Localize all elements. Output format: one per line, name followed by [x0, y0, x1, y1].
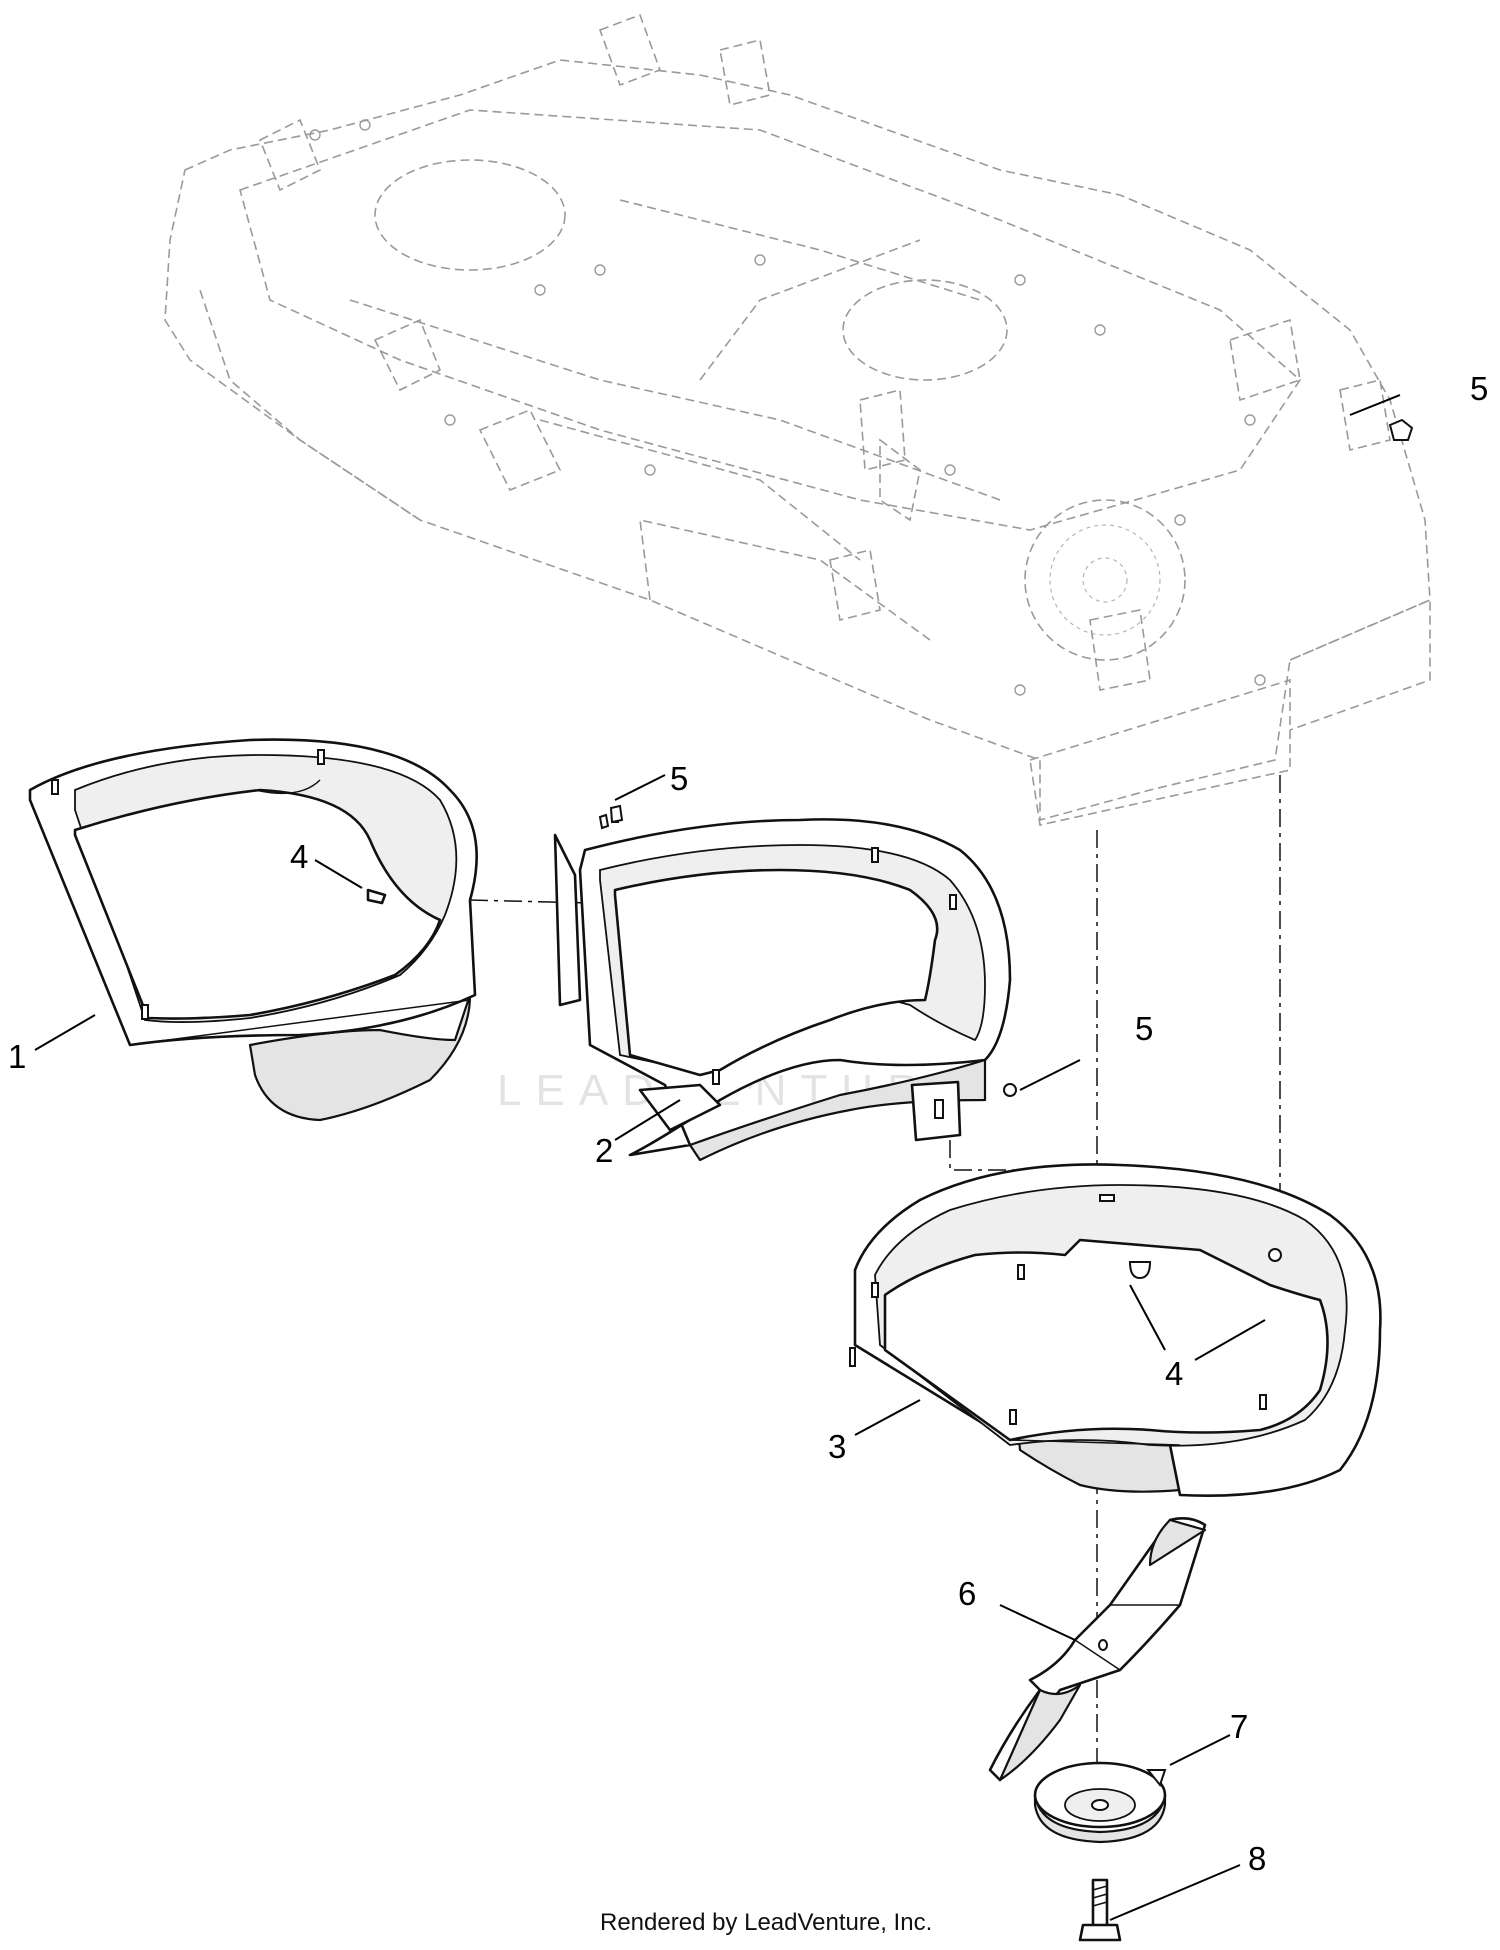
callout-6: 6	[958, 1575, 976, 1612]
mower-deck-ghost	[164, 13, 1431, 826]
callout-5-lower: 5	[1135, 1010, 1153, 1047]
callout-5-top: 5	[1470, 370, 1488, 407]
callout-numbers: 1 2 3 4 4 5 5 5 6 7 8	[8, 370, 1488, 1877]
blade-part-6[interactable]	[988, 1517, 1207, 1782]
baffle-part-3[interactable]	[849, 1163, 1382, 1498]
leader-lines	[34, 394, 1401, 1921]
render-credit: Rendered by LeadVenture, Inc.	[600, 1909, 932, 1936]
callout-5-middle: 5	[670, 760, 688, 797]
callout-4-right: 4	[1165, 1355, 1183, 1392]
callout-1: 1	[8, 1038, 26, 1075]
callout-4-left: 4	[290, 838, 308, 875]
callout-7: 7	[1230, 1708, 1248, 1745]
callout-8: 8	[1248, 1840, 1266, 1877]
hardware-items	[609, 418, 1414, 824]
callout-2: 2	[595, 1132, 613, 1169]
baffle-part-1[interactable]	[28, 738, 478, 1122]
bolt-part-8[interactable]	[1078, 1878, 1122, 1942]
cup-part-7[interactable]	[1033, 1761, 1167, 1844]
callout-3: 3	[828, 1428, 846, 1465]
